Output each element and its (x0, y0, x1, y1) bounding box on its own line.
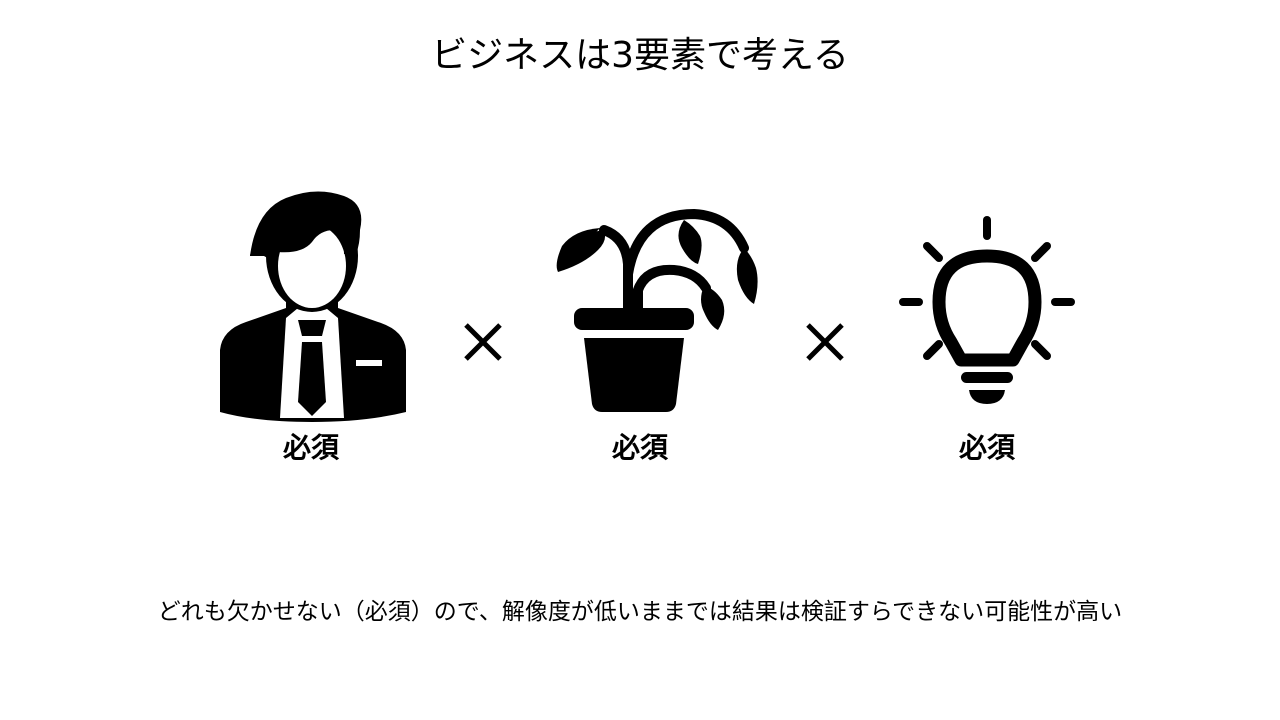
element-label-idea: 必須 (958, 431, 1015, 464)
lightbulb-icon (897, 214, 1077, 408)
slide-caption: どれも欠かせない（必須）ので、解像度が低いままでは結果は検証すらできない可能性が… (157, 599, 1123, 625)
potted-plant-icon (554, 204, 758, 414)
businessman-icon (216, 190, 408, 422)
element-label-person: 必須 (282, 431, 339, 464)
slide-title: ビジネスは3要素で考える (431, 35, 849, 76)
element-label-plant: 必須 (611, 431, 668, 464)
multiply-icon (805, 322, 845, 362)
multiply-icon (463, 322, 503, 362)
